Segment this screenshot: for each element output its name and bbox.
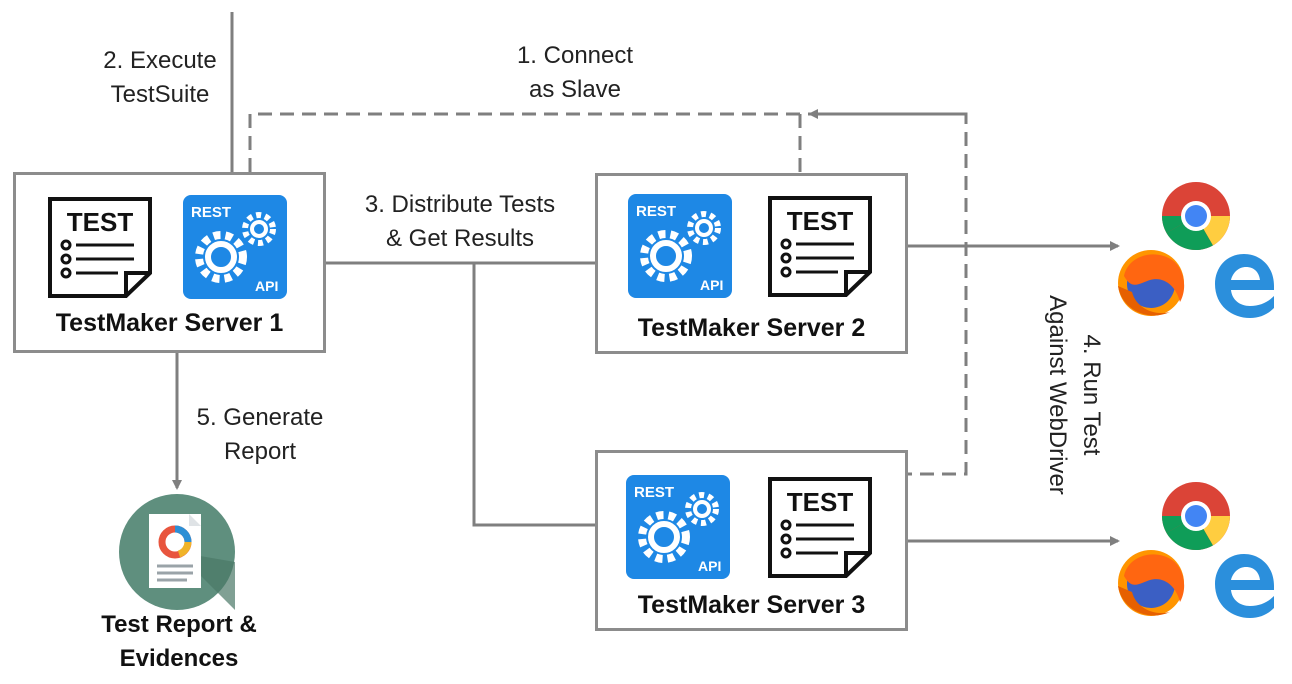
api-bottom-label: API [698,558,721,574]
connect-slave-arrow-left [245,112,800,192]
report-label-line-2: Evidences [119,645,239,672]
firefox-icon [1118,250,1185,316]
server-1-box: TEST REST API TestMaker Server 1 [13,172,326,353]
rest-api-icon: REST API [626,475,730,579]
chrome-icon [1161,482,1230,550]
step-4-line-1: 4. Run Test [1078,334,1105,456]
api-top-label: REST [634,484,674,501]
step-5-label: 5. Generate Report [180,401,340,469]
step-5-line-2: Report [223,438,297,465]
server-2-name: TestMaker Server 2 [637,314,866,342]
doc-label: TEST [787,487,854,517]
step-2-line-1: 2. Execute [103,47,217,74]
test-document-icon: TEST [48,197,152,298]
server-1-name: TestMaker Server 1 [55,309,284,337]
server-3-name: TestMaker Server 3 [637,591,866,619]
step-3-line-1: 3. Distribute Tests [364,191,556,218]
step-5-line-1: 5. Generate [196,404,324,431]
rest-api-icon: REST API [628,194,732,298]
server-2-box: REST API TEST TestMaker Server 2 [595,173,908,354]
step-2-label: 2. Execute TestSuite [80,44,240,112]
step-3-label: 3. Distribute Tests & Get Results [340,188,580,256]
step-1-line-2: as Slave [528,76,622,103]
report-label-line-1: Test Report & [101,611,257,638]
api-bottom-label: API [255,278,278,294]
api-bottom-label: API [700,277,723,293]
test-document-icon: TEST [768,196,872,297]
report-icon [119,494,235,610]
step-4-label: 4. Run Test Against WebDriver [1040,285,1108,505]
edge-icon [1215,254,1274,318]
doc-label: TEST [67,207,134,237]
rest-api-icon: REST API [183,195,287,299]
api-top-label: REST [191,204,231,221]
step-1-line-1: 1. Connect [516,42,634,69]
step-4-line-2: Against WebDriver [1044,295,1071,495]
step-2-line-2: TestSuite [110,81,210,108]
report-label: Test Report & Evidences [90,608,268,676]
step-1-label: 1. Connect as Slave [490,39,660,107]
browser-group-1 [1112,180,1282,325]
test-document-icon: TEST [768,477,872,578]
chrome-icon [1161,182,1230,250]
distribute-arrow-server3 [472,263,623,530]
edge-icon [1215,554,1274,618]
firefox-icon [1118,550,1185,616]
step-3-line-2: & Get Results [385,225,535,252]
server-3-box: REST API TEST TestMaker Server 3 [595,450,908,631]
api-top-label: REST [636,203,676,220]
browser-group-2 [1112,480,1282,625]
doc-label: TEST [787,206,854,236]
